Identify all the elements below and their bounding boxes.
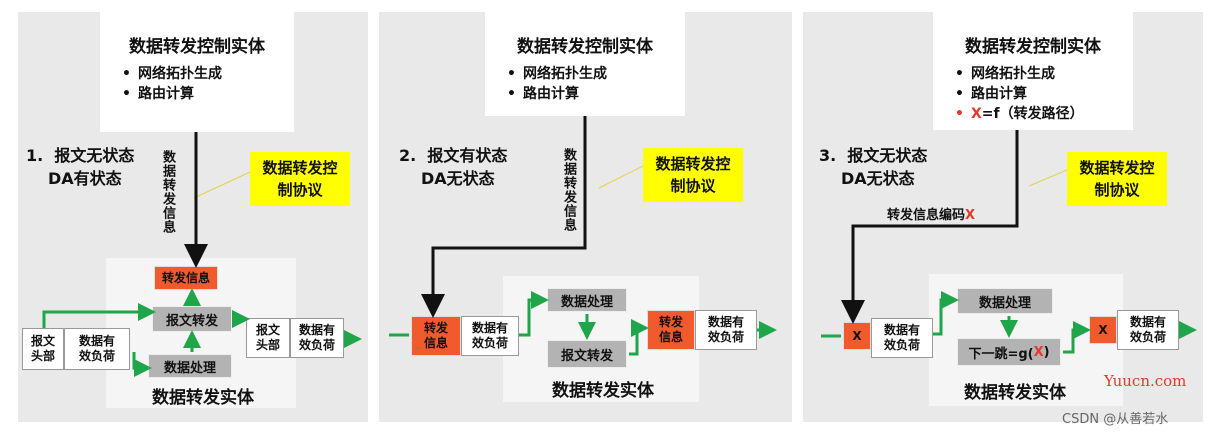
control-item: •网络拓扑生成: [507, 66, 607, 82]
case-label: 3. 报文无状态 DA无状态: [819, 146, 928, 188]
input-payload-box: 数据有 效负荷: [64, 328, 130, 370]
msg-forward-box: 报文转发: [547, 340, 627, 368]
encode-label: 转发信息编码X: [887, 208, 976, 223]
input-payload-box: 数据有 效负荷: [461, 316, 519, 356]
msg-forward-box: 报文转发: [152, 306, 232, 332]
output-payload-box: 数据有 效负荷: [1117, 310, 1179, 350]
output-payload-box: 数据有 效负荷: [695, 310, 757, 350]
control-entity-title: 数据转发控制实体: [965, 37, 1101, 57]
control-entity-box: 数据转发控制实体 •网络拓扑生成 •路由计算 •X=f（转发路径）: [933, 12, 1133, 130]
control-item: •X=f（转发路径）: [955, 106, 1084, 122]
forward-info-box: 转发信息: [154, 266, 218, 290]
control-entity-items: •网络拓扑生成 •路由计算 •X=f（转发路径）: [955, 64, 1084, 124]
control-item: •网络拓扑生成: [955, 66, 1055, 82]
site-watermark: Yuucn.com: [1104, 372, 1187, 390]
control-item: •路由计算: [122, 86, 194, 102]
next-hop-box: 下一跳=g(X): [957, 338, 1061, 366]
control-item: •网络拓扑生成: [122, 66, 222, 82]
csdn-watermark: CSDN @从善若水: [1062, 412, 1169, 427]
panel-1: 数据转发控制实体 •网络拓扑生成 •路由计算 1. 报文无状态 DA有状态 数据…: [18, 12, 368, 422]
case-label: 1. 报文无状态 DA有状态: [26, 146, 135, 188]
panel-2: 数据转发控制实体 •网络拓扑生成 •路由计算 2. 报文有状态 DA无状态 数据…: [379, 12, 792, 422]
control-item: •路由计算: [955, 86, 1027, 102]
protocol-box: 数据转发控 制协议: [1067, 152, 1167, 206]
panel-2-arrows: [389, 116, 777, 356]
input-payload-box: 数据有 效负荷: [871, 318, 933, 358]
data-process-box: 数据处理: [547, 288, 627, 312]
forward-info-vertical-label: 数据转发信息: [561, 148, 576, 232]
control-entity-title: 数据转发控制实体: [129, 37, 265, 57]
panel-3: 数据转发控制实体 •网络拓扑生成 •路由计算 •X=f（转发路径） 3. 报文无…: [803, 12, 1203, 422]
control-item: •路由计算: [507, 86, 579, 102]
control-entity-title: 数据转发控制实体: [517, 37, 653, 57]
control-entity-box: 数据转发控制实体 •网络拓扑生成 •路由计算: [100, 12, 294, 132]
control-entity-box: 数据转发控制实体 •网络拓扑生成 •路由计算: [485, 12, 685, 116]
output-x-box: X: [1089, 316, 1117, 344]
control-entity-items: •网络拓扑生成 •路由计算: [507, 64, 607, 104]
control-entity-items: •网络拓扑生成 •路由计算: [122, 64, 222, 104]
input-header-box: 报文 头部: [22, 328, 64, 370]
output-header-box: 报文 头部: [246, 318, 290, 358]
entity-title: 数据转发实体: [152, 388, 254, 408]
case-label: 2. 报文有状态 DA无状态: [399, 146, 508, 188]
panel-1-arrows: [42, 132, 362, 377]
input-x-box: X: [843, 322, 871, 350]
protocol-box: 数据转发控 制协议: [643, 148, 743, 202]
panel-3-arrows: [821, 130, 1197, 354]
entity-title: 数据转发实体: [552, 381, 654, 401]
output-forward-info-box: 转发 信息: [647, 310, 695, 350]
protocol-box: 数据转发控 制协议: [250, 152, 350, 206]
output-payload-box: 数据有 效负荷: [290, 318, 344, 358]
entity-title: 数据转发实体: [964, 383, 1066, 403]
input-forward-info-box: 转发 信息: [411, 316, 461, 356]
forward-info-vertical-label: 数据转发信息: [160, 150, 175, 234]
